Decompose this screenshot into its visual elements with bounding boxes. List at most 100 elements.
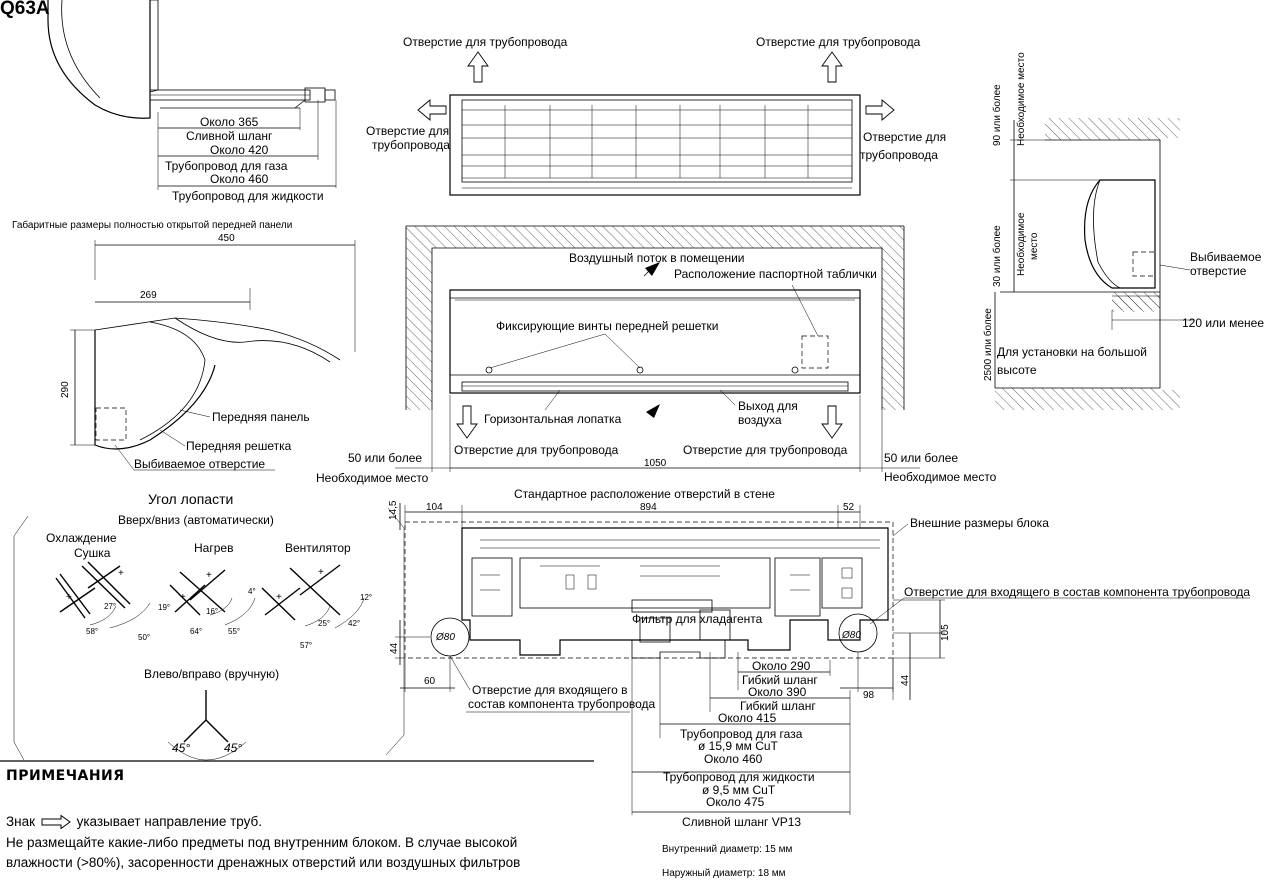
side-view-unit bbox=[47, 0, 336, 119]
liquid-pipe-label: Трубопровод для жидкости bbox=[663, 770, 815, 784]
angle-55: 55° bbox=[228, 627, 240, 636]
svg-text:+: + bbox=[276, 592, 282, 603]
pipe-arrow-up-left bbox=[467, 51, 489, 83]
left-hole-label-1: Отверстие для входящего в bbox=[472, 683, 628, 697]
front-panel-label: Передняя панель bbox=[212, 410, 310, 424]
louver-left-right: Влево/вправо (вручную) bbox=[144, 667, 279, 681]
about-390: Около 390 bbox=[748, 685, 807, 699]
wall-plate bbox=[430, 527, 889, 659]
side-knockout-2: отверстие bbox=[1190, 264, 1247, 278]
dim-44-left: 44 bbox=[389, 642, 400, 654]
side-about-460: Около 460 bbox=[210, 172, 269, 186]
wall-plate-dims-bottom bbox=[395, 599, 945, 700]
angle-50: 50° bbox=[138, 633, 150, 642]
pipe-direction-arrow-icon bbox=[41, 815, 71, 830]
outer-dims-label: Внешние размеры блока bbox=[910, 516, 1049, 530]
dim-44-right: 44 bbox=[900, 674, 911, 686]
side-knockout-1: Выбиваемое bbox=[1190, 250, 1262, 264]
dim-269: 269 bbox=[140, 290, 157, 301]
about-290: Около 290 bbox=[752, 659, 811, 673]
front-view-wall bbox=[405, 225, 905, 410]
side-view-dims bbox=[157, 100, 337, 190]
top-clearance: 90 или более bbox=[991, 84, 1003, 146]
angle-64: 64° bbox=[190, 627, 202, 636]
flex-hose-1: Гибкий шланг bbox=[742, 673, 818, 687]
louver-up-down: Вверх/вниз (автоматически) bbox=[118, 513, 274, 527]
left-clearance: 50 или более bbox=[348, 451, 422, 465]
dim-1050: 1050 bbox=[644, 458, 667, 469]
liquid-pipe-dia: ø 9,5 мм CuT bbox=[702, 783, 776, 797]
pipe-arrow-up-right bbox=[821, 51, 843, 83]
angle-42: 42° bbox=[348, 619, 360, 628]
pipe-arrow-down-right bbox=[821, 405, 843, 439]
floor-clearance: 2500 или более bbox=[982, 308, 994, 381]
louver-title: Угол лопасти bbox=[148, 491, 233, 507]
knockout-label: Выбиваемое отверстие bbox=[134, 457, 265, 471]
high-install-1: Для установки на большой bbox=[997, 345, 1147, 359]
wall-plate-title: Стандартное расположение отверстий в сте… bbox=[514, 487, 775, 501]
top-pipe-hole-side-left-1: Отверстие для bbox=[366, 124, 449, 138]
angle-19: 19° bbox=[158, 603, 170, 612]
svg-text:+: + bbox=[118, 568, 124, 579]
pipe-arrow-left bbox=[417, 99, 447, 121]
gas-pipe-dia: ø 15,9 мм CuT bbox=[698, 739, 779, 753]
angle-58: 58° bbox=[86, 627, 98, 636]
top-pipe-hole-left: Отверстие для трубопровода bbox=[403, 35, 568, 49]
side-drain-hose: Сливной шланг bbox=[186, 129, 273, 143]
high-install-2: высоте bbox=[997, 363, 1037, 377]
pipe-component-hole-label: Отверстие для входящего в состав компоне… bbox=[904, 585, 1250, 599]
dim-98: 98 bbox=[863, 690, 875, 701]
front-grille-label: Передняя решетка bbox=[186, 439, 292, 453]
dim-14-5: 14,5 bbox=[388, 500, 399, 520]
top-view-unit bbox=[449, 94, 861, 196]
model-label: Q63A bbox=[0, 0, 50, 19]
phi80-left: Ø80 bbox=[435, 632, 455, 643]
louver-frame bbox=[13, 507, 405, 761]
dim-104: 104 bbox=[426, 502, 443, 513]
top-pipe-hole-side-right-1: Отверстие для bbox=[863, 130, 946, 144]
flex-hose-2: Гибкий шланг bbox=[740, 699, 816, 713]
notes-line-1-a: Знак bbox=[6, 814, 36, 829]
mode-fan: Вентилятор bbox=[285, 541, 351, 555]
phi80-right: Ø80 bbox=[841, 630, 861, 641]
mode-cool: Охлаждение bbox=[46, 531, 117, 545]
svg-text:+: + bbox=[66, 592, 72, 603]
mode-heat: Нагрев bbox=[194, 541, 233, 555]
side-about-365: Около 365 bbox=[200, 115, 259, 129]
dim-450: 450 bbox=[218, 233, 235, 244]
top-pipe-hole-side-right-2: трубопровода bbox=[860, 148, 938, 162]
wall-plate-dims-top bbox=[399, 503, 861, 530]
about-460: Около 460 bbox=[704, 752, 763, 766]
about-475: Около 475 bbox=[706, 795, 765, 809]
notes-line-1-b: указывает направление труб. bbox=[76, 814, 263, 829]
angle-4: 4° bbox=[248, 587, 256, 596]
pipe-arrow-down-left bbox=[456, 405, 478, 439]
side-install-dims bbox=[994, 120, 1195, 388]
mid-required-space-1: Необходимое bbox=[1015, 212, 1027, 276]
notes-title: ПРИМЕЧАНИЯ bbox=[6, 768, 125, 784]
dim-290: 290 bbox=[60, 381, 71, 398]
air-outlet-label-1: Выход для bbox=[738, 399, 798, 413]
open-panel-unit bbox=[70, 240, 356, 450]
about-415: Около 415 bbox=[718, 711, 777, 725]
angle-12: 12° bbox=[360, 593, 372, 602]
front-pipe-hole-left: Отверстие для трубопровода bbox=[454, 443, 619, 457]
dim-105: 105 bbox=[940, 624, 951, 641]
front-view-unit bbox=[449, 262, 861, 418]
left-required-space: Необходимое место bbox=[316, 471, 429, 485]
angle-57: 57° bbox=[300, 641, 312, 650]
side-gas-pipe: Трубопровод для газа bbox=[165, 159, 288, 173]
notes-line-2: Не размещайте какие-либо предметы под вн… bbox=[6, 835, 518, 850]
front-pipe-hole-right: Отверстие для трубопровода bbox=[683, 443, 848, 457]
louver-blades: ++ ++ ++ bbox=[55, 561, 365, 629]
side-about-420: Около 420 bbox=[210, 143, 269, 157]
indoor-airflow-label: Воздушный поток в помещении bbox=[569, 251, 744, 265]
notes-line-1: Знак указывает направление труб. bbox=[6, 814, 263, 830]
angle-27: 27° bbox=[104, 602, 116, 611]
angle-16: 16° bbox=[206, 607, 218, 616]
svg-text:+: + bbox=[206, 570, 212, 581]
right-required-space: Необходимое место bbox=[884, 470, 997, 484]
refrigerant-filter-label: Фильтр для хладагента bbox=[632, 612, 763, 626]
